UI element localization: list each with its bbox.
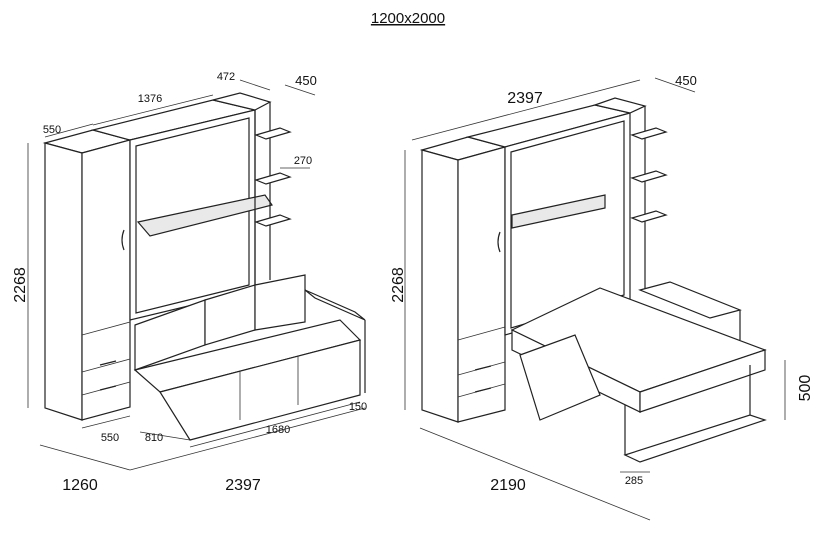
dim-drawer-width: 550 <box>101 432 119 444</box>
left-dimensions <box>27 79 366 471</box>
dim-right-depth-left: 450 <box>295 73 317 88</box>
right-dimensions <box>404 77 786 521</box>
dim-width-total-left: 2397 <box>225 477 261 494</box>
dim-shelf-spacing: 270 <box>294 155 312 167</box>
dim-bed-leg: 285 <box>625 475 643 487</box>
left-view: 1376 472 450 550 270 2268 550 810 1680 1… <box>12 71 367 494</box>
dim-right-depth-right: 450 <box>675 73 697 88</box>
dim-sofa-width: 1680 <box>266 424 290 436</box>
bed-cabinet-left <box>90 99 273 321</box>
dim-width-top-left: 1376 <box>138 93 162 105</box>
dim-height-left: 2268 <box>12 267 29 303</box>
dim-width-top-right: 2397 <box>507 90 543 107</box>
dim-sofa-depth: 810 <box>145 432 163 444</box>
dim-depth-open: 2190 <box>490 477 526 494</box>
wardrobe-right <box>419 136 508 423</box>
sofa-left <box>133 274 366 441</box>
dim-wardrobe-depth: 550 <box>43 124 61 136</box>
right-view: 2397 450 2268 500 285 2190 <box>390 73 814 521</box>
shelf-unit-left <box>212 92 292 290</box>
dim-armrest: 150 <box>349 401 367 413</box>
dim-height-right: 2268 <box>390 267 407 303</box>
bed-right <box>510 287 767 463</box>
bed-cabinet-right <box>465 104 631 336</box>
dim-shelf-unit-depth: 472 <box>217 71 235 83</box>
wardrobe-left <box>42 129 133 421</box>
dim-bed-height: 500 <box>797 375 814 402</box>
dim-depth-total-left: 1260 <box>62 477 98 494</box>
diagram-title: 1200x2000 <box>371 10 445 27</box>
shelf-unit-right <box>592 97 742 340</box>
